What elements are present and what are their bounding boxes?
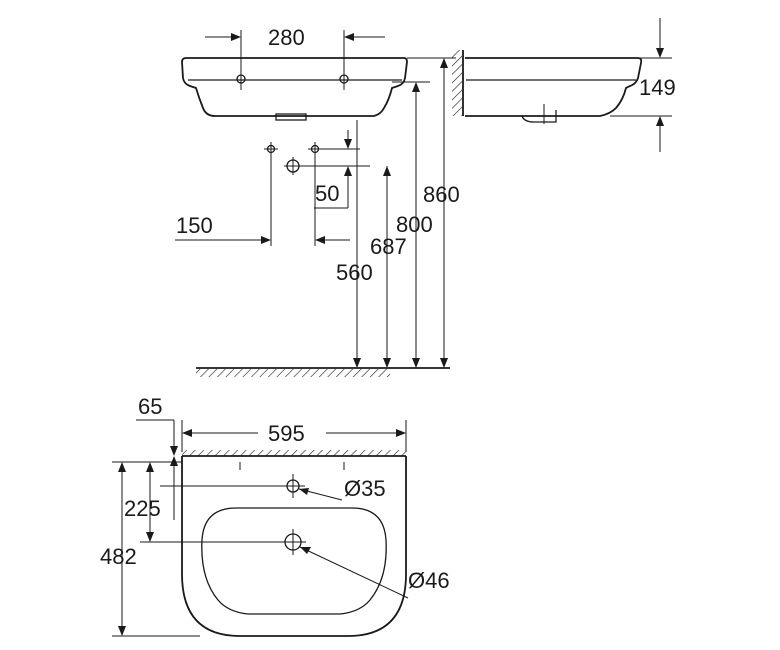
- dim-d35-label: Ø35: [344, 476, 386, 501]
- dim-d46-label: Ø46: [408, 568, 450, 593]
- height-dimensions: 560 687 800 860: [196, 57, 460, 377]
- front-elevation-view: 280: [181, 25, 408, 121]
- dim-225-label: 225: [124, 496, 161, 521]
- dim-860-label: 860: [423, 182, 460, 207]
- dim-150-label: 150: [176, 213, 213, 238]
- dim-595-label: 595: [268, 421, 305, 446]
- dim-800-label: 800: [396, 212, 433, 237]
- dim-560-label: 560: [336, 260, 373, 285]
- dim-482-label: 482: [100, 544, 137, 569]
- side-elevation-view: 149: [452, 18, 676, 152]
- dim-50-label: 50: [315, 181, 339, 206]
- supply-connections: [264, 142, 370, 246]
- dim-50: 50: [314, 130, 352, 209]
- dim-150: 150: [175, 213, 350, 244]
- dim-149-label: 149: [639, 75, 676, 100]
- dim-687-label: 687: [370, 234, 407, 259]
- dim-280-label: 280: [268, 25, 305, 50]
- dim-65-label: 65: [138, 394, 162, 419]
- plan-view: 595 65 225 482 Ø35 Ø46: [100, 394, 450, 637]
